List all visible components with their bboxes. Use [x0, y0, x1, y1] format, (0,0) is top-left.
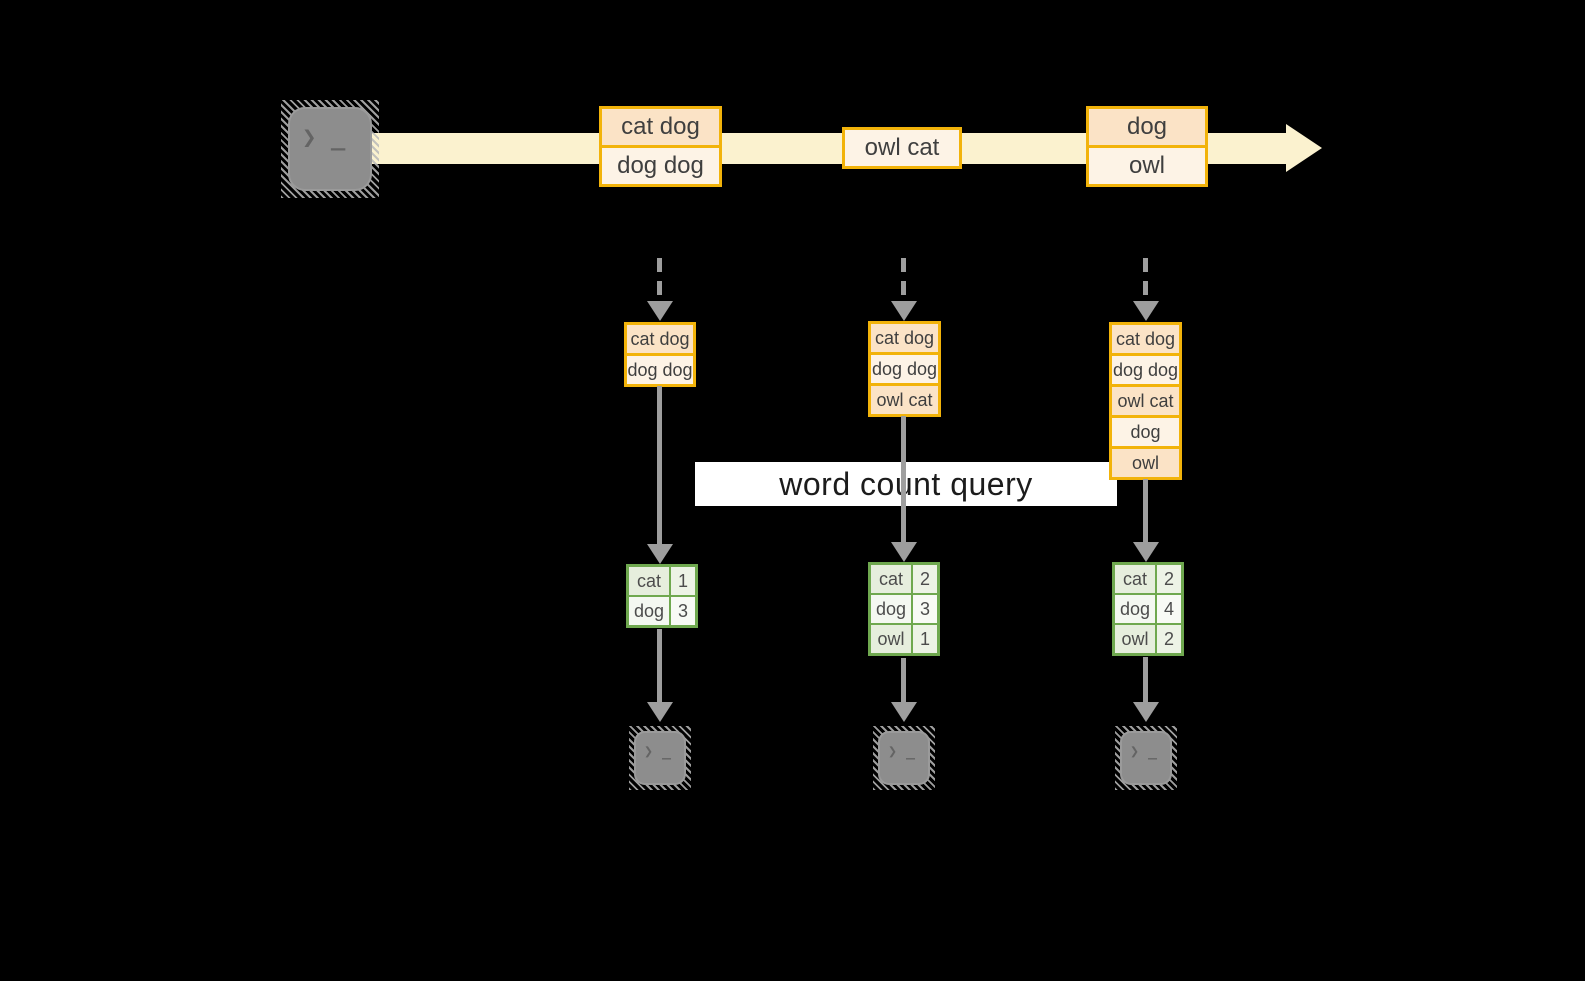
sink-terminal-icon-3: ❯ _ — [1115, 726, 1177, 790]
flow-arrow-line — [901, 658, 906, 705]
stream-event-box-2: owl cat — [842, 127, 962, 169]
stream-event-row: dog dog — [599, 145, 722, 187]
table-cell-word: cat — [629, 567, 669, 595]
buffer-row: cat dog — [624, 322, 696, 356]
buffer-row: owl — [1109, 446, 1182, 480]
table-cell-count: 2 — [913, 565, 937, 593]
stream-event-row: owl — [1086, 145, 1208, 187]
word-count-table-3: cat 2 dog 4 owl 2 — [1112, 562, 1184, 656]
stream-arrow-head — [1286, 124, 1322, 172]
stream-event-row: dog — [1086, 106, 1208, 148]
stream-event-row: owl cat — [842, 127, 962, 169]
flow-arrow-line — [1143, 657, 1148, 705]
table-cell-count: 2 — [1157, 565, 1181, 593]
table-cell-count: 1 — [671, 567, 695, 595]
flow-arrow-head — [1133, 702, 1159, 722]
buffer-row: dog dog — [868, 352, 941, 386]
dashed-arrow-line — [657, 258, 662, 302]
terminal-screen: ❯ _ — [878, 731, 930, 785]
table-cell-word: dog — [1115, 595, 1155, 623]
buffer-row: owl cat — [868, 383, 941, 417]
dashed-arrow-line — [901, 258, 906, 302]
buffer-stack-2: cat dog dog dog owl cat — [868, 321, 941, 417]
buffer-row: cat dog — [868, 321, 941, 355]
terminal-screen: ❯ _ — [288, 107, 372, 191]
table-cell-count: 2 — [1157, 625, 1181, 653]
buffer-stack-3: cat dog dog dog owl cat dog owl — [1109, 322, 1182, 480]
sink-terminal-icon-1: ❯ _ — [629, 726, 691, 790]
table-cell-word: owl — [871, 625, 911, 653]
buffer-stack-1: cat dog dog dog — [624, 322, 696, 387]
dashed-arrow-head — [1133, 301, 1159, 321]
table-cell-count: 1 — [913, 625, 937, 653]
stream-event-box-3: dog owl — [1086, 106, 1208, 187]
stream-event-row: cat dog — [599, 106, 722, 148]
table-cell-count: 4 — [1157, 595, 1181, 623]
table-cell-word: cat — [1115, 565, 1155, 593]
source-terminal-icon: ❯ _ — [281, 100, 379, 198]
flow-arrow-line — [657, 629, 662, 705]
buffer-row: dog dog — [624, 353, 696, 387]
query-label: word count query — [695, 462, 1117, 506]
flow-arrow-line — [901, 416, 906, 544]
terminal-prompt-glyph: ❯ _ — [302, 123, 346, 151]
table-cell-word: cat — [871, 565, 911, 593]
flow-arrow-head — [647, 544, 673, 564]
buffer-row: dog dog — [1109, 353, 1182, 387]
terminal-prompt-glyph: ❯ _ — [1130, 742, 1158, 760]
table-cell-count: 3 — [913, 595, 937, 623]
buffer-row: cat dog — [1109, 322, 1182, 356]
word-count-table-1: cat 1 dog 3 — [626, 564, 698, 628]
buffer-row: owl cat — [1109, 384, 1182, 418]
sink-terminal-icon-2: ❯ _ — [873, 726, 935, 790]
buffer-row: dog — [1109, 415, 1182, 449]
word-count-table-2: cat 2 dog 3 owl 1 — [868, 562, 940, 656]
dashed-arrow-head — [647, 301, 673, 321]
table-cell-word: owl — [1115, 625, 1155, 653]
terminal-screen: ❯ _ — [634, 731, 686, 785]
terminal-prompt-glyph: ❯ _ — [888, 742, 916, 760]
flow-arrow-line — [1143, 479, 1148, 544]
flow-arrow-head — [647, 702, 673, 722]
flow-arrow-head — [891, 702, 917, 722]
stream-event-box-1: cat dog dog dog — [599, 106, 722, 187]
flow-arrow-head — [1133, 542, 1159, 562]
flow-arrow-line — [657, 386, 662, 546]
dashed-arrow-line — [1143, 258, 1148, 302]
table-cell-count: 3 — [671, 597, 695, 625]
table-cell-word: dog — [629, 597, 669, 625]
terminal-screen: ❯ _ — [1120, 731, 1172, 785]
dashed-arrow-head — [891, 301, 917, 321]
flow-arrow-head — [891, 542, 917, 562]
terminal-prompt-glyph: ❯ _ — [644, 742, 672, 760]
table-cell-word: dog — [871, 595, 911, 623]
